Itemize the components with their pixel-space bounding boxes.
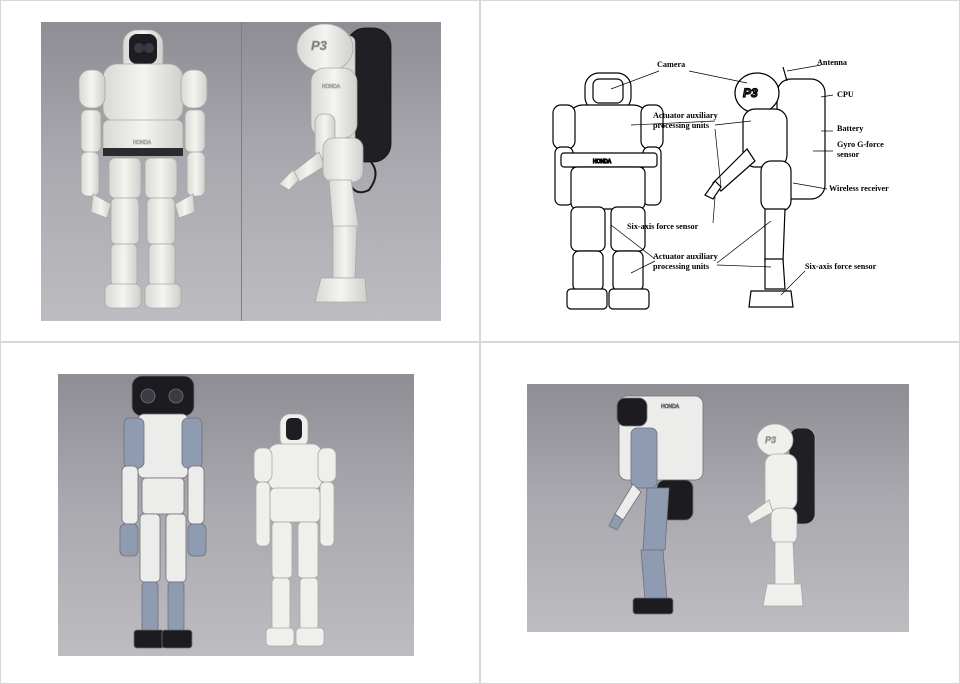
p3-front-robot: HONDA	[78, 29, 208, 309]
p3-front-side-photo: HONDA P3	[41, 22, 441, 321]
svg-text:HONDA: HONDA	[593, 159, 612, 165]
label-actuator-bottom-line1: Actuator auxiliary	[653, 252, 719, 261]
label-camera: Camera	[657, 60, 685, 69]
p2-front-robot	[119, 375, 207, 649]
p3-component-diagram: HONDA P3	[552, 58, 889, 310]
diagram-leader-lines	[610, 64, 834, 296]
p2-p3-front-photo	[58, 374, 414, 656]
diagram-front-robot: HONDA	[552, 72, 664, 310]
small-p3-mark: P3	[765, 435, 776, 445]
panel-top-left: HONDA P3	[0, 0, 480, 342]
p2-honda-logo: HONDA	[661, 404, 680, 410]
label-antenna: Antenna	[817, 58, 847, 67]
p3-front-robot-small	[253, 413, 337, 647]
label-six-axis-right: Six-axis force sensor	[805, 262, 877, 271]
p3-front-side-illustration: HONDA P3	[78, 23, 392, 309]
label-six-axis-left: Six-axis force sensor	[627, 222, 699, 231]
label-actuator-top-line1: Actuator auxiliary	[653, 111, 719, 120]
label-actuator-top-line2: processing units	[653, 121, 709, 130]
label-wireless-receiver: Wireless receiver	[829, 184, 889, 193]
p2-p3-side-photo: HONDA P3	[527, 384, 909, 632]
p3-side-robot-small: P3	[746, 423, 816, 607]
p2-p3-side-illustration: HONDA P3	[608, 395, 816, 615]
panel-bottom-right: HONDA P3	[480, 342, 960, 684]
label-battery: Battery	[837, 124, 864, 133]
label-gyro-line1: Gyro G-force	[837, 140, 884, 149]
head-p3-mark: P3	[311, 38, 328, 53]
panel-top-right: HONDA P3	[480, 0, 960, 342]
panel-bottom-left	[0, 342, 480, 684]
diagram-p3-mark: P3	[743, 86, 758, 100]
label-actuator-bottom-line2: processing units	[653, 262, 709, 271]
p2-p3-front-illustration	[119, 375, 337, 649]
p2-side-robot: HONDA	[608, 395, 704, 615]
label-cpu: CPU	[837, 90, 854, 99]
label-gyro-line2: sensor	[837, 150, 860, 159]
p3-side-robot: P3 HONDA	[278, 23, 392, 303]
side-honda-logo: HONDA	[322, 84, 341, 90]
body-honda-logo: HONDA	[133, 140, 152, 146]
diagram-side-robot: P3	[704, 66, 826, 308]
